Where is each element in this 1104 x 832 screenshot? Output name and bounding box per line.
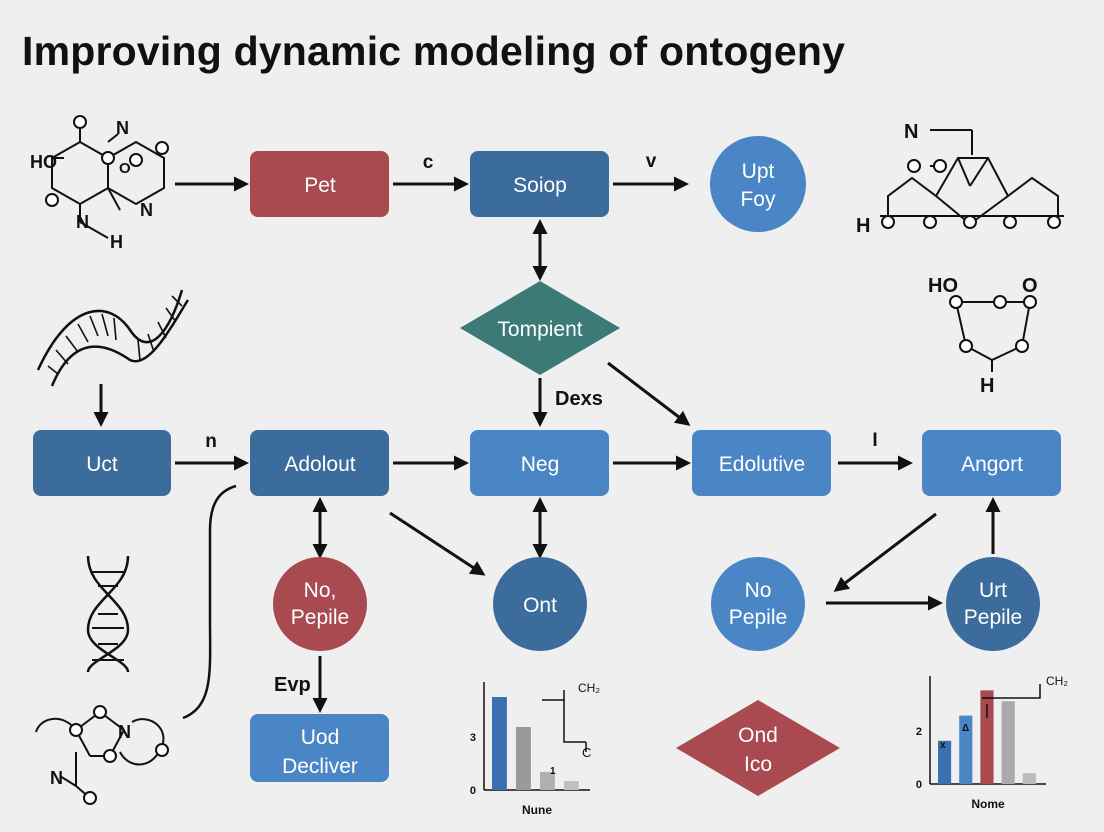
nodes: Pet Soiop Upt Foy Tompient Uct Adolout N… (33, 136, 1061, 796)
svg-text:H: H (856, 215, 870, 237)
edge-label-n: n (205, 431, 217, 452)
edge-labels: c v Dexs n I Evp (205, 151, 877, 696)
edge-label-evp: Evp (274, 674, 311, 696)
svg-text:HO: HO (30, 152, 57, 172)
node-pet[interactable]: Pet (250, 151, 389, 217)
annotation-bracket (542, 699, 586, 743)
svg-text:Upt: Upt (742, 160, 775, 183)
bar (540, 772, 555, 790)
annotation-c: C (582, 745, 591, 760)
svg-text:Adolout: Adolout (284, 453, 355, 476)
y-tick-label: 0 (470, 785, 476, 797)
svg-text:Uct: Uct (86, 453, 118, 476)
svg-text:N: N (118, 722, 131, 742)
svg-text:N: N (50, 768, 63, 788)
molecule-top-right-icon (880, 129, 1064, 229)
svg-text:Decliver: Decliver (282, 755, 358, 778)
edge-label-v: v (646, 151, 657, 172)
svg-text:N: N (116, 118, 129, 138)
annotation-ch2: CH₂ (1046, 674, 1068, 688)
bar (959, 715, 973, 784)
dna-helix-icon (36, 289, 190, 387)
node-angort[interactable]: Angort (922, 430, 1061, 496)
svg-text:Pepile: Pepile (729, 606, 787, 629)
svg-text:Pepile: Pepile (291, 606, 349, 629)
bar (980, 690, 994, 784)
bar (564, 781, 579, 790)
node-upt-foy[interactable]: Upt Foy (710, 136, 806, 232)
node-edolutive[interactable]: Edolutive (692, 430, 831, 496)
molecule-bottom-left-labels: N N (50, 722, 131, 788)
molecule-bottom-left-icon (35, 705, 169, 805)
node-uct[interactable]: Uct (33, 430, 171, 496)
mini-bar-chart-left: Nune 3 0 CH₂ C 1 (470, 681, 600, 817)
arrow-tompient-edolutive (607, 361, 691, 426)
svg-text:Pepile: Pepile (964, 606, 1022, 629)
node-soiop[interactable]: Soiop (470, 151, 609, 217)
node-tompient[interactable]: Tompient (460, 281, 620, 375)
svg-text:Pet: Pet (304, 174, 336, 197)
annotation-x: x (940, 740, 946, 751)
svg-text:Angort: Angort (961, 453, 1023, 476)
svg-text:H: H (980, 375, 994, 397)
svg-text:Foy: Foy (740, 188, 776, 211)
svg-text:H: H (110, 232, 123, 252)
annotation-1: 1 (550, 766, 556, 777)
x-axis-label: Nune (522, 803, 552, 817)
y-tick-label: 3 (470, 732, 476, 744)
bar (516, 727, 531, 790)
node-ont[interactable]: Ont (493, 557, 587, 651)
molecule-right-ring-icon (949, 295, 1037, 372)
annotation-ch2: CH₂ (578, 681, 600, 695)
svg-text:HO: HO (928, 275, 958, 297)
edge-label-dexs: Dexs (555, 388, 603, 410)
svg-text:No: No (745, 579, 772, 602)
bar (938, 740, 952, 784)
bar (1001, 701, 1015, 784)
node-ond-ico[interactable]: Ond Ico (676, 700, 840, 796)
arrow-adolout-ont (389, 511, 486, 576)
svg-text:Tompient: Tompient (497, 318, 582, 341)
molecule-right-ring-labels: HO O H (928, 275, 1038, 397)
edge-label-c: c (423, 152, 434, 173)
edge-label-i: I (872, 430, 877, 451)
svg-text:Edolutive: Edolutive (719, 453, 805, 476)
svg-text:N: N (76, 212, 89, 232)
curve-molecule-adolout (182, 484, 237, 720)
svg-text:Ont: Ont (523, 594, 557, 617)
svg-text:O: O (1022, 275, 1038, 297)
x-axis-label: Nome (971, 797, 1005, 811)
y-tick-label: 2 (916, 726, 922, 738)
svg-text:Soiop: Soiop (513, 174, 567, 197)
arrow-angort-nopepile (833, 512, 937, 592)
molecule-top-right-labels: N H (856, 121, 918, 237)
node-no-pepile-blue[interactable]: No Pepile (711, 557, 805, 651)
svg-text:Ico: Ico (744, 753, 772, 776)
node-urt-pepile[interactable]: Urt Pepile (946, 557, 1040, 651)
page-title: Improving dynamic modeling of ontogeny (22, 28, 846, 74)
node-no-pepile-red[interactable]: No, Pepile (273, 557, 367, 651)
bar (1022, 773, 1036, 784)
svg-text:Neg: Neg (521, 453, 560, 476)
molecule-top-left-labels: HO N O N N H (30, 118, 153, 252)
svg-text:No,: No, (304, 579, 337, 602)
edges (93, 176, 1001, 720)
molecule-top-left-icon (45, 115, 169, 239)
mini-bar-chart-right: Nome 2 0 CH₂ x Δ (916, 674, 1068, 811)
dna-ladder-icon (86, 555, 130, 673)
annotation-delta: Δ (962, 723, 969, 734)
svg-text:Urt: Urt (979, 579, 1007, 602)
node-uod-decliver[interactable]: Uod Decliver (250, 714, 389, 782)
y-tick-label: 0 (916, 779, 922, 791)
annotation-bracket (982, 684, 1041, 699)
svg-text:N: N (140, 200, 153, 220)
svg-text:N: N (904, 121, 918, 143)
node-adolout[interactable]: Adolout (250, 430, 389, 496)
svg-text:O: O (119, 160, 131, 177)
svg-text:Uod: Uod (301, 726, 340, 749)
svg-text:Ond: Ond (738, 724, 778, 747)
bar (492, 697, 507, 790)
node-neg[interactable]: Neg (470, 430, 609, 496)
